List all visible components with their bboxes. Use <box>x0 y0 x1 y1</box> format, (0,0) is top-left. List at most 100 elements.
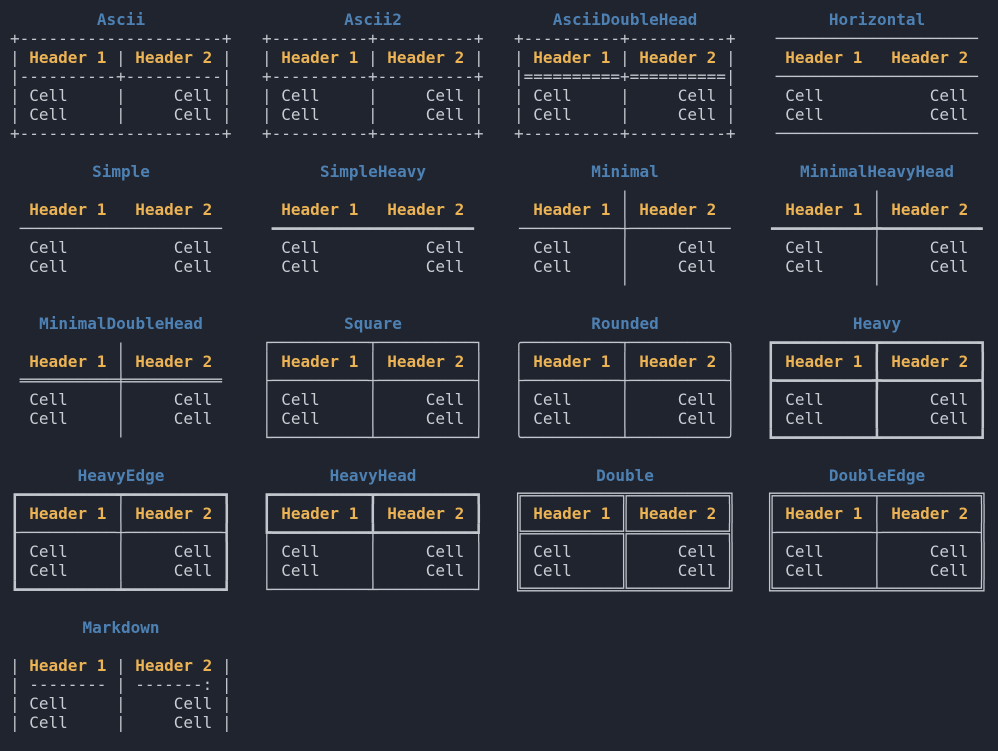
table-border: ║ <box>977 504 988 523</box>
data-cell: Cell <box>125 86 222 105</box>
table-border <box>116 200 126 219</box>
table-border: | <box>115 713 126 732</box>
table-border: ┃ <box>10 561 20 580</box>
data-cell: Cell <box>629 561 726 580</box>
table-border <box>978 200 988 219</box>
table-border: +----------+----------+ <box>262 67 484 86</box>
table-grid: ╷ Header 1 │ Header 2 ╶──────────┼──────… <box>514 181 736 295</box>
data-cell: Cell <box>125 105 222 124</box>
table-border: │ <box>115 390 126 409</box>
data-cell: Cell <box>125 561 222 580</box>
table-title: HeavyHead <box>329 466 417 485</box>
table-border: │ <box>262 409 272 428</box>
table-border <box>766 48 776 67</box>
data-cell: Cell <box>523 105 620 124</box>
table-border: ┃ <box>977 390 988 409</box>
table-border: │ <box>473 561 484 580</box>
data-cell: Cell <box>271 86 368 105</box>
table-border: | <box>221 694 232 713</box>
data-cell: Cell <box>125 713 222 732</box>
table-border: | <box>221 105 232 124</box>
table-double: Double╔══════════╦══════════╗ ║ Header 1… <box>514 466 736 599</box>
table-border: | -------- | -------: | <box>10 675 232 694</box>
table-border <box>766 105 776 124</box>
header-cell: Header 1 <box>271 504 368 523</box>
table-border: ┃ <box>10 542 20 561</box>
header-cell: Header 1 <box>775 504 872 523</box>
table-border: ┡━━━━━━━━━━╇━━━━━━━━━━┩ <box>262 523 484 542</box>
header-cell: Header 2 <box>377 352 474 371</box>
table-border <box>474 257 484 276</box>
table-border: ┌──────────┬──────────┐ <box>262 333 484 352</box>
table-border: ║ <box>977 561 988 580</box>
header-cell: Header 1 <box>19 200 116 219</box>
table-border: ┃ <box>367 504 378 523</box>
table-border: ┃ <box>221 561 232 580</box>
table-border: |----------+----------| <box>10 67 232 86</box>
data-cell: Cell <box>523 238 620 257</box>
table-border: │ <box>367 352 378 371</box>
table-border: └──────────┴──────────┘ <box>262 428 484 447</box>
table-border: | <box>473 105 484 124</box>
table-border: │ <box>115 561 126 580</box>
table-border: │ <box>619 390 630 409</box>
table-border: | <box>473 86 484 105</box>
table-border: │ <box>725 409 736 428</box>
table-border: │ <box>367 390 378 409</box>
table-border: | <box>115 694 126 713</box>
table-border: | <box>619 105 630 124</box>
table-border <box>872 48 882 67</box>
table-border <box>872 86 882 105</box>
table-border <box>262 238 272 257</box>
data-cell: Cell <box>19 86 116 105</box>
table-grid: | Header 1 | Header 2 | | -------- | ---… <box>10 637 232 751</box>
header-cell: Header 2 <box>125 48 222 67</box>
table-border: │ <box>871 200 882 219</box>
table-border: | <box>619 86 630 105</box>
table-border: ┃ <box>871 352 882 371</box>
table-border: ───────────────────── <box>766 29 988 48</box>
table-border: │ <box>367 409 378 428</box>
data-cell: Cell <box>775 86 872 105</box>
table-simple: Simple Header 1 Header 2 ───────────────… <box>10 162 232 295</box>
table-border <box>514 238 524 257</box>
header-cell: Header 1 <box>523 200 620 219</box>
table-border <box>474 200 484 219</box>
table-border <box>872 105 882 124</box>
table-border <box>262 200 272 219</box>
table-border: │ <box>514 409 524 428</box>
data-cell: Cell <box>629 86 726 105</box>
data-cell: Cell <box>125 238 222 257</box>
table-border: +----------+----------+ <box>514 29 736 48</box>
table-border: ╷ <box>766 181 988 200</box>
table-border: | <box>10 48 20 67</box>
table-border: ╚══════════╩══════════╝ <box>514 580 736 599</box>
data-cell: Cell <box>629 257 726 276</box>
table-border <box>766 200 776 219</box>
table-border: ╷ <box>514 181 736 200</box>
data-cell: Cell <box>629 542 726 561</box>
table-title: HeavyEdge <box>77 466 165 485</box>
table-border: │ <box>871 542 882 561</box>
table-border <box>726 238 736 257</box>
table-border: │ <box>619 200 630 219</box>
table-horizontal: Horizontal ───────────────────── Header … <box>766 10 988 143</box>
header-cell: Header 2 <box>881 200 978 219</box>
table-border: ┏━━━━━━━━━━┳━━━━━━━━━━┓ <box>766 333 988 352</box>
header-cell: Header 2 <box>125 352 222 371</box>
table-border: ┏━━━━━━━━━━┯━━━━━━━━━━┓ <box>10 485 232 504</box>
table-border: | <box>619 48 630 67</box>
table-border: +----------+----------+ <box>514 124 736 143</box>
table-grid: ┏━━━━━━━━━━┳━━━━━━━━━━┓ ┃ Header 1 ┃ Hea… <box>262 485 484 599</box>
table-border: | <box>115 105 126 124</box>
data-cell: Cell <box>523 561 620 580</box>
table-asciidoublehead: AsciiDoubleHead+----------+----------+ |… <box>514 10 736 143</box>
data-cell: Cell <box>19 542 116 561</box>
table-border: ┃ <box>221 542 232 561</box>
table-border: │ <box>871 504 882 523</box>
header-cell: Header 2 <box>125 504 222 523</box>
data-cell: Cell <box>19 257 116 276</box>
table-border: ───────────────────── <box>10 219 232 238</box>
table-border: ╔══════════╤══════════╗ <box>766 485 988 504</box>
table-title: Ascii <box>96 10 146 29</box>
